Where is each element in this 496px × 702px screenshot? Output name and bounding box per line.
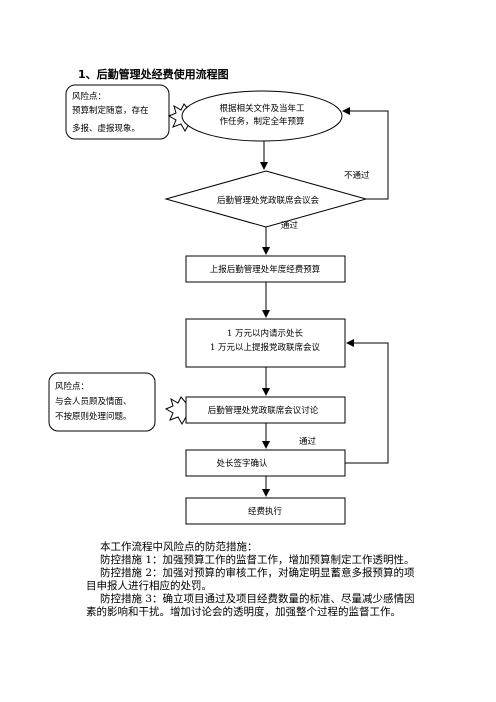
risk-box-1-line-2: 预算制定随意，存在 [72, 105, 149, 116]
step-discuss-label: 后勤管理处党政联席会议讨论 [208, 405, 319, 416]
risk-box-2: 风险点： 与会人员顾及情面、 不按原则处理问题。 [48, 372, 156, 432]
decision-meeting-diamond: 后勤管理处党政联席会议会 [164, 170, 368, 228]
measure-item-3: 防控措施 3：确立项目通过及项目经费数量的标准、尽量减少感情因素的影响和干扰。增… [86, 593, 415, 618]
decision-meeting-label: 后勤管理处党政联席会议会 [217, 195, 320, 206]
step-approval-line-2: 1 万元以上提报党政联席会议 [210, 342, 321, 353]
page-title: 1、后勤管理处经费使用流程图 [78, 68, 229, 81]
step-sign-box: 处长签字确认 [185, 449, 346, 477]
risk-box-1-line-1: 风险点： [72, 91, 106, 102]
arrow-sign-loop [345, 339, 389, 464]
risk-box-2-line-3: 不按原则处理问题。 [55, 411, 132, 422]
step-approval-line-1: 1 万元以内请示处长 [227, 328, 304, 339]
edge-label-fail: 不通过 [344, 170, 370, 181]
risk-measures: 本工作流程中风险点的防范措施： 防控措施 1：加强预算工作的监督工作，增加预算制… [86, 541, 418, 619]
step-report-label: 上报后勤管理处年度经费预算 [210, 264, 321, 275]
risk-box-2-line-1: 风险点： [55, 381, 89, 392]
step-execute-box: 经费执行 [185, 497, 346, 525]
measures-heading: 本工作流程中风险点的防范措施： [100, 541, 258, 553]
step-budget-ellipse: 根据相关文件及当年工 作任务，制定全年预算 [181, 90, 343, 142]
risk-box-1-line-3: 多报、虚报现象。 [72, 123, 140, 134]
risk-box-1: 风险点： 预算制定随意，存在 多报、虚报现象。 [65, 84, 170, 140]
step-sign-label: 处长签字确认 [216, 458, 268, 469]
step-discuss-box: 后勤管理处党政联席会议讨论 [185, 396, 346, 424]
risk-box-2-line-2: 与会人员顾及情面、 [55, 396, 132, 407]
arrow-fail-loop [342, 107, 389, 200]
step-execute-label: 经费执行 [248, 506, 283, 517]
step-report-box: 上报后勤管理处年度经费预算 [185, 255, 346, 283]
step-approval-box: 1 万元以内请示处长 1 万元以上提报党政联席会议 [185, 318, 346, 368]
measure-item-2: 防控措施 2：加强对预算的审核工作，对确定明显蓄意多报预算的项目申报人进行相应的… [86, 567, 415, 592]
edge-label-pass-2: 通过 [299, 436, 317, 447]
step-budget-line-2: 作任务，制定全年预算 [219, 116, 305, 127]
measure-item-1: 防控措施 1：加强预算工作的监督工作，增加预算制定工作透明性。 [100, 554, 415, 566]
step-budget-line-1: 根据相关文件及当年工 [219, 103, 305, 114]
edge-label-pass-1: 通过 [281, 220, 299, 231]
